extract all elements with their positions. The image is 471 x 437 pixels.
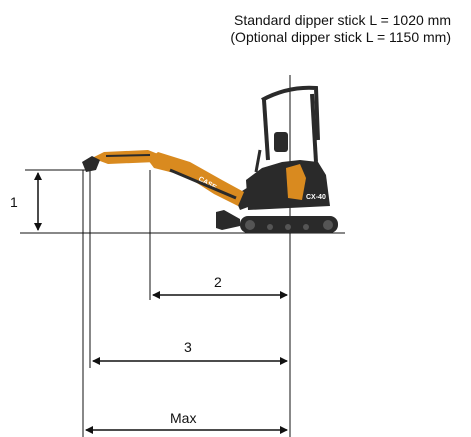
caption-standard-stick: Standard dipper stick L = 1020 mm: [234, 12, 451, 28]
dim-max-label: Max: [170, 410, 196, 426]
dozer-blade: [216, 210, 240, 230]
model-badge: CX-40: [306, 194, 326, 201]
boom: [148, 152, 244, 206]
dim-3-label: 3: [184, 339, 192, 355]
bucket: [82, 156, 100, 172]
dim-1-label: 1: [10, 194, 18, 210]
caption-optional-stick: (Optional dipper stick L = 1150 mm): [230, 29, 451, 45]
excavator-illustration: CX-40 CASE: [82, 85, 338, 233]
dim-2-label: 2: [214, 274, 222, 290]
canopy: [261, 85, 320, 141]
body-panel: [286, 164, 306, 200]
dipper-arm: [92, 150, 158, 164]
